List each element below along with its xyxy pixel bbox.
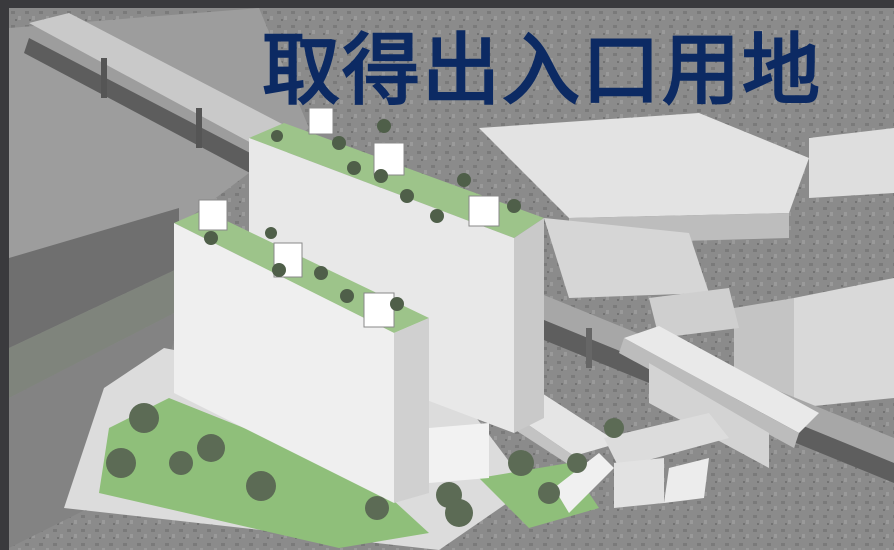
warehouse-mid [544,218,709,298]
roof-box [468,195,500,227]
tower-tall-side [514,218,544,433]
frame-border-left [0,0,9,550]
roof-box [273,242,303,278]
warehouse-right [809,128,894,198]
warehouse-large [479,113,809,218]
roof-trees [204,119,521,311]
highway-shadow [24,38,279,183]
tower-tall-face [249,138,514,433]
bridge-tower [614,458,664,508]
building-right-small [649,288,739,338]
bridge-stair-right [664,458,709,503]
aerial-riverbank [9,268,184,398]
bridge-stair-left [554,453,614,513]
roof-box [198,199,228,231]
station-roof [624,326,819,433]
tower-short-face [174,223,394,503]
frame-border-top [0,0,894,8]
ground-trees [106,403,624,527]
station-roof-side [619,338,799,448]
canopy [429,423,489,483]
tower-short-side [394,318,429,503]
roof-box [363,292,395,328]
page-title: 取得出入口用地 [262,26,823,116]
aerial-scene [9,8,894,550]
roof-box [308,107,334,135]
building-right-block [794,278,894,408]
aerial-river [9,208,179,348]
bridge-deck [604,413,729,468]
elevated-highway [29,13,309,158]
